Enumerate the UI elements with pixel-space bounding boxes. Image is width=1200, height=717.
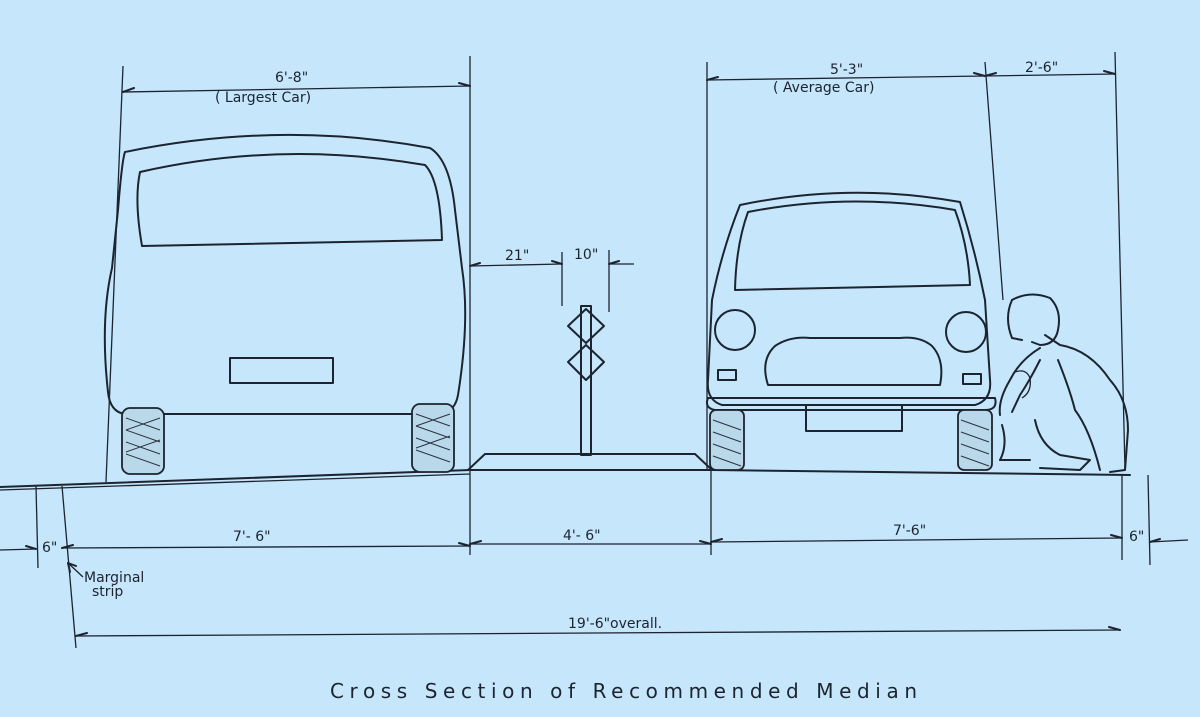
person-clearance-label: 2'-6" (1025, 60, 1058, 76)
largest-car-width-label: 6'-8" (275, 70, 308, 86)
average-car-width-label: 5'-3" (830, 62, 863, 78)
marginal-strip-label-line1: Marginal (84, 570, 144, 586)
dim-average-car (706, 51, 1126, 471)
sign-post (567, 305, 605, 456)
median-curb (467, 453, 713, 471)
marginal-strip-label-line2: strip (92, 584, 123, 600)
overall-width-label: 19'-6"overall. (568, 616, 662, 632)
ground-line (0, 469, 1131, 491)
right-strip-label: 6" (1129, 529, 1144, 545)
largest-car-caption: ( Largest Car) (215, 90, 311, 106)
dim-post-clearance (469, 250, 634, 312)
right-lane-label: 7'-6" (893, 523, 926, 539)
average-car (705, 191, 997, 471)
dim-overall (75, 626, 1121, 637)
post-width-label: 10" (574, 247, 598, 263)
largest-car (103, 133, 467, 475)
largest-car-right-tire (411, 403, 455, 473)
average-car-right-tire (957, 409, 993, 471)
gap-to-post-label: 21" (505, 248, 529, 264)
average-car-left-tire (709, 409, 745, 471)
diagram-caption: Cross Section of Recommended Median (330, 679, 918, 703)
largest-car-left-tire (121, 407, 165, 475)
crouching-person (998, 293, 1129, 473)
left-lane-label: 7'- 6" (233, 529, 271, 545)
average-car-caption: ( Average Car) (773, 80, 874, 96)
marginal-strip-leader (67, 562, 84, 578)
dim-largest-car (105, 56, 471, 483)
median-width-label: 4'- 6" (563, 528, 601, 544)
left-strip-label: 6" (42, 540, 57, 556)
